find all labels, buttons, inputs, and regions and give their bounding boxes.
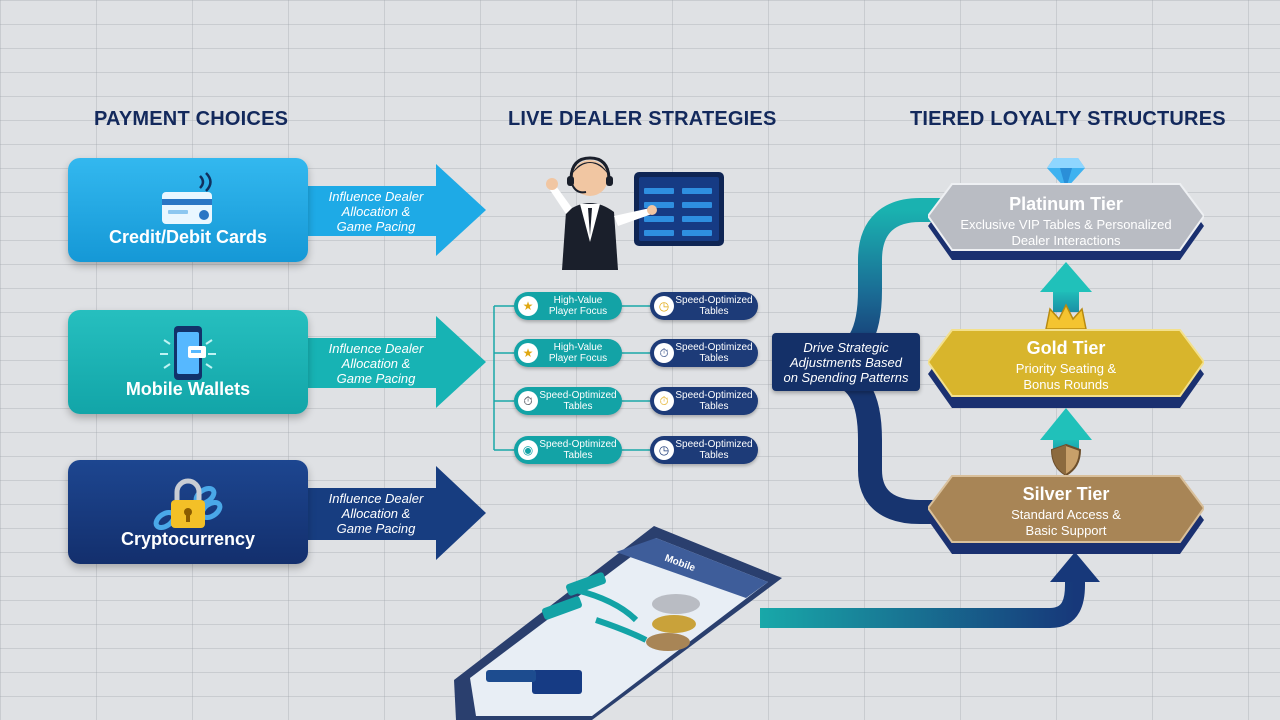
- arrow-text-wallets: Influence Dealer Allocation & Game Pacin…: [328, 341, 424, 386]
- payment-label: Cryptocurrency: [120, 529, 256, 549]
- payment-label: Credit/Debit Cards: [108, 227, 268, 247]
- tier-silver[interactable]: Silver Tier Standard Access & Basic Supp…: [928, 472, 1204, 560]
- payment-arrow-cards: [308, 164, 486, 256]
- drive-strategic-box: Drive Strategic Adjustments Based on Spe…: [772, 333, 920, 391]
- coin-icon: ◉: [518, 440, 538, 460]
- clock-icon: ◷: [654, 440, 674, 460]
- smartphone-icon: [156, 324, 220, 391]
- tier-platinum[interactable]: Platinum Tier Exclusive VIP Tables & Per…: [928, 180, 1204, 268]
- timer-icon: ⏱: [654, 343, 674, 363]
- up-arrow-gold-to-platinum: [1040, 262, 1092, 312]
- payment-card-mobile-wallets[interactable]: Mobile Wallets: [68, 310, 308, 414]
- star-icon: ★: [518, 296, 538, 316]
- arrow-text-crypto: Influence Dealer Allocation & Game Pacin…: [328, 491, 424, 536]
- clock-icon: ◷: [654, 296, 674, 316]
- star-icon: ★: [518, 343, 538, 363]
- payment-card-cryptocurrency[interactable]: Cryptocurrency: [68, 460, 308, 564]
- stopwatch-icon: ⏱: [654, 391, 674, 411]
- heading-payment-choices: PAYMENT CHOICES: [94, 108, 289, 130]
- tier-title: Silver Tier: [1022, 484, 1110, 504]
- flow-to-silver: [819, 360, 945, 524]
- diamond-icon: [1047, 158, 1085, 189]
- stopwatch-icon: ⏱: [518, 391, 538, 411]
- live-dealer-illustration: [546, 156, 724, 270]
- payment-arrow-wallets: [308, 316, 486, 408]
- heading-tiered-loyalty: TIERED LOYALTY STRUCTURES: [910, 108, 1226, 130]
- heading-live-dealer-strategies: LIVE DEALER STRATEGIES: [508, 108, 777, 130]
- flow-phone-to-silver: [760, 582, 1085, 628]
- tier-title: Gold Tier: [1026, 338, 1106, 358]
- tier-desc: Exclusive VIP Tables & Personalized Deal…: [960, 217, 1172, 248]
- crown-icon: [1045, 303, 1087, 330]
- padlock-chain-icon: [153, 474, 223, 539]
- tier-gold[interactable]: Gold Tier Priority Seating & Bonus Round…: [928, 326, 1204, 414]
- tier-desc: Priority Seating & Bonus Rounds: [1015, 361, 1117, 392]
- tier-desc: Standard Access & Basic Support: [1011, 507, 1121, 538]
- tier-title: Platinum Tier: [1009, 194, 1123, 214]
- payment-arrow-crypto: [308, 466, 486, 560]
- payment-label: Mobile Wallets: [125, 379, 251, 399]
- strategy-bracket: [493, 305, 650, 451]
- payment-card-credit-debit[interactable]: Credit/Debit Cards: [68, 158, 308, 262]
- arrow-text-cards: Influence Dealer Allocation & Game Pacin…: [328, 189, 424, 234]
- phone-arrow-head: [1050, 552, 1100, 582]
- phone-illustration: Mobile: [446, 520, 786, 720]
- credit-card-icon: [156, 172, 220, 233]
